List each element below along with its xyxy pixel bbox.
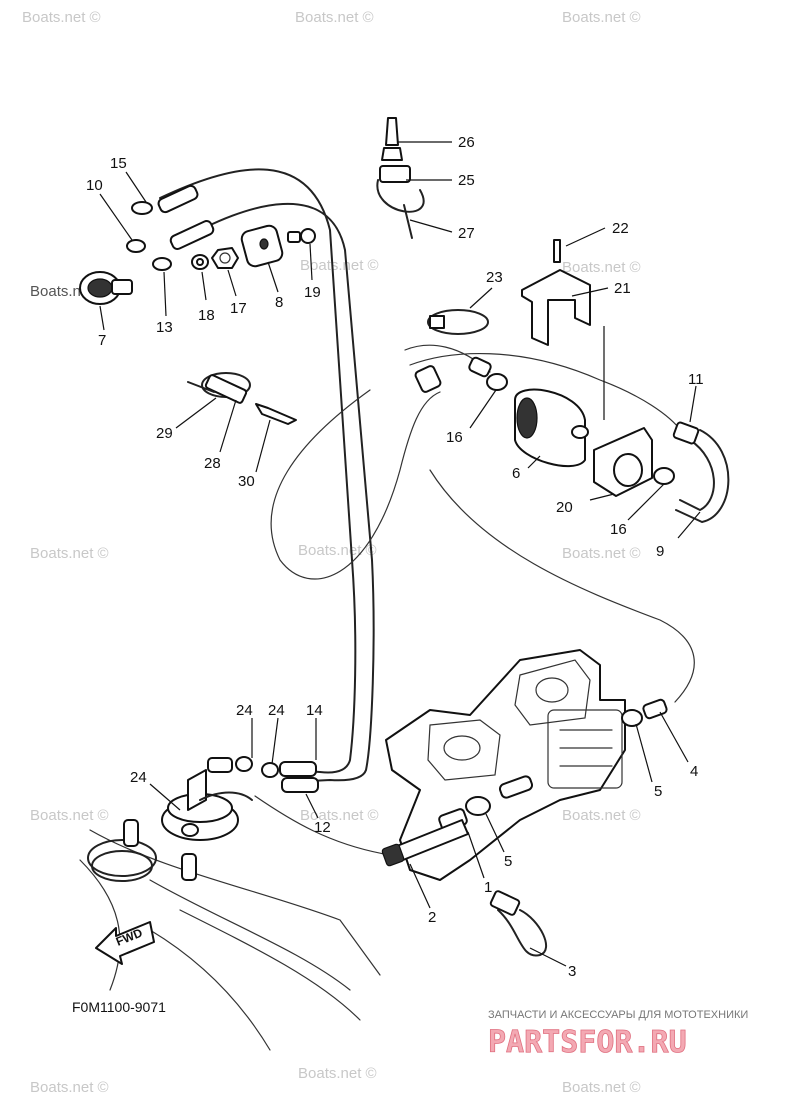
callout-label: 24: [268, 702, 285, 719]
watermark: Boats.net ©: [30, 807, 109, 824]
callout-label: 18: [198, 307, 215, 324]
callout-label: 28: [204, 455, 221, 472]
watermark: Boats.net ©: [300, 257, 379, 274]
callout-label: 24: [130, 769, 147, 786]
watermark-plain: Boats.net: [30, 283, 94, 300]
callout-label: 20: [556, 499, 573, 516]
callout-label: 29: [156, 425, 173, 442]
callout-label: 5: [504, 853, 512, 870]
callout-label: 21: [614, 280, 631, 297]
callout-label: 14: [306, 702, 323, 719]
leader-lines: [99, 141, 701, 967]
partsfor-banner: ЗАПЧАСТИ И АКСЕССУАРЫ ДЛЯ МОТОТЕХНИКИ PA…: [488, 1009, 749, 1060]
watermark: Boats.net ©: [562, 807, 641, 824]
watermark: Boats.net ©: [295, 9, 374, 26]
pump-parts: [414, 356, 700, 497]
callout-label: 26: [458, 134, 475, 151]
diagram-code: F0M1100-9071: [72, 999, 166, 1015]
banner-logo: PARTSFOR.RU: [488, 1025, 687, 1060]
clamp-assembly-left: [187, 372, 297, 425]
fuel-tank-area: [79, 756, 381, 1051]
watermarks: Boats.net © Boats.net © Boats.net © Boat…: [22, 9, 641, 1096]
callout-label: 4: [690, 763, 698, 780]
callout-label: 12: [314, 819, 331, 836]
callout-label: 16: [446, 429, 463, 446]
callout-label: 9: [656, 543, 664, 560]
callout-label: 8: [275, 294, 283, 311]
callout-labels: 26 25 27 15 10 22 21 23 19 8 17 18 13 7 …: [86, 134, 704, 980]
callout-label: 6: [512, 465, 520, 482]
forward-arrow-icon: FWD: [95, 921, 155, 965]
callout-label: 11: [688, 371, 704, 388]
callout-label: 23: [486, 269, 503, 286]
bracket-assembly: [427, 239, 591, 346]
callout-label: 30: [238, 473, 255, 490]
watermark: Boats.net ©: [298, 542, 377, 559]
watermark: Boats.net ©: [562, 545, 641, 562]
callout-label: 15: [110, 155, 127, 172]
banner-tagline: ЗАПЧАСТИ И АКСЕССУАРЫ ДЛЯ МОТОТЕХНИКИ: [488, 1009, 748, 1021]
callout-label: 3: [568, 963, 576, 980]
callout-label: 10: [86, 177, 103, 194]
watermark: Boats.net ©: [30, 545, 109, 562]
callout-label: 25: [458, 172, 475, 189]
carburetor-assembly: [381, 649, 668, 957]
callout-label: 24: [236, 702, 253, 719]
watermark: Boats.net ©: [298, 1065, 377, 1082]
clamp-assembly-top: [376, 117, 425, 239]
callout-label: 2: [428, 909, 436, 926]
callout-label: 19: [304, 284, 321, 301]
watermark: Boats.net ©: [30, 1079, 109, 1096]
watermark: Boats.net ©: [22, 9, 101, 26]
watermark: Boats.net ©: [562, 9, 641, 26]
callout-label: 27: [458, 225, 475, 242]
callout-label: 1: [484, 879, 492, 896]
callout-label: 16: [610, 521, 627, 538]
watermark: Boats.net ©: [562, 1079, 641, 1096]
watermark: Boats.net ©: [562, 259, 641, 276]
callout-label: 17: [230, 300, 247, 317]
callout-label: 7: [98, 332, 106, 349]
fuel-filter-assembly: [79, 184, 316, 305]
watermark: Boats.net ©: [300, 807, 379, 824]
callout-label: 5: [654, 783, 662, 800]
callout-label: 13: [156, 319, 173, 336]
callout-label: 22: [612, 220, 629, 237]
